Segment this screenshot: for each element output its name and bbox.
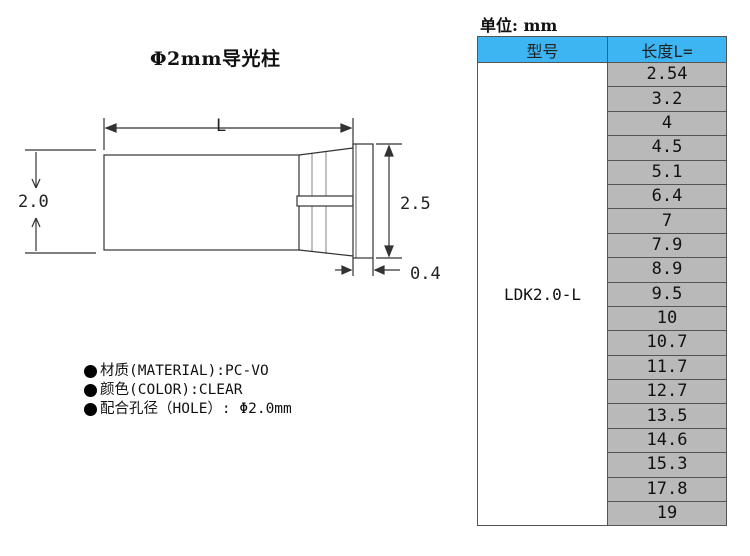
light-pipe-pin (296, 195, 354, 207)
table-row: 11.7 (478, 354, 727, 381)
spec-list: 材质(MATERIAL):PC-VO 颜色(COLOR):CLEAR 配合孔径（… (84, 362, 292, 419)
header-length: 长度L= (607, 36, 727, 63)
length-cell: 4 (607, 110, 727, 137)
table-row: 7.9 (478, 232, 727, 259)
technical-drawing (25, 118, 402, 276)
length-cell: 7 (607, 208, 727, 234)
length-cell: 11.7 (607, 354, 727, 381)
light-pipe-flange (352, 143, 374, 259)
header-model: 型号 (477, 36, 608, 63)
dim-l-arrow-left (104, 123, 117, 133)
spec-material: 材质(MATERIAL):PC-VO (84, 362, 292, 381)
dim-thickness-label: 0.4 (410, 264, 441, 284)
table-row: 13.5 (478, 403, 727, 429)
bullet-icon (84, 365, 97, 378)
length-cell: 7.9 (607, 232, 727, 259)
dim-l-label: L (216, 116, 227, 136)
dim-height-label: 2.0 (18, 192, 49, 212)
bullet-icon (84, 403, 97, 416)
table-row: 3.2 (478, 86, 727, 112)
dim-flange-label: 2.5 (400, 194, 431, 214)
length-cell: 9.5 (607, 281, 727, 307)
table-row: 4.5 (478, 135, 727, 161)
table-row: 10 (478, 305, 727, 332)
spec-color: 颜色(COLOR):CLEAR (84, 381, 292, 400)
table-row: 12.7 (478, 379, 727, 405)
spec-hole: 配合孔径（HOLE）: Φ2.0mm (84, 400, 292, 419)
length-cell: 19 (607, 501, 727, 527)
length-cell: 8.9 (607, 257, 727, 283)
unit-label: 单位: mm (480, 16, 558, 35)
table-row: 19 (478, 501, 727, 527)
length-cell: 12.7 (607, 379, 727, 405)
model-cell: LDK2.0-L (477, 61, 608, 527)
length-cell: 5.1 (607, 159, 727, 185)
bullet-icon (84, 384, 97, 397)
table-row: 10.7 (478, 330, 727, 356)
length-cell: 3.2 (607, 86, 727, 112)
light-pipe-body (103, 154, 300, 251)
table-row: LDK2.0-L 2.54 (477, 61, 727, 527)
length-cell: 4.5 (607, 135, 727, 161)
dim-h-arrow-bottom (31, 217, 41, 228)
length-cell: 13.5 (607, 403, 727, 429)
length-cell: 17.8 (607, 476, 727, 503)
table-row: 8.9 (478, 257, 727, 283)
length-cell: 10.7 (607, 330, 727, 356)
length-cell: 14.6 (607, 427, 727, 454)
table-row: 4 (478, 110, 727, 137)
dim-l-arrow-right (340, 123, 353, 133)
page-title: Φ2mm导光柱 (150, 48, 281, 70)
length-cell: 10 (607, 305, 727, 332)
table-row: 9.5 (478, 281, 727, 307)
dim-h-arrow-top (31, 178, 41, 189)
table-row: 6.4 (478, 183, 727, 210)
table-row: 17.8 (478, 476, 727, 503)
length-cell: 6.4 (607, 183, 727, 210)
length-cell: 15.3 (607, 452, 727, 478)
length-table: 型号 长度L= LDK2.0-L 2.54 3.2 4 4.5 5.1 6.4 … (477, 36, 727, 527)
table-header-row: 型号 长度L= (477, 36, 727, 63)
table-row: 15.3 (478, 452, 727, 478)
length-cell: 2.54 (607, 61, 727, 88)
table-row: 14.6 (478, 427, 727, 454)
